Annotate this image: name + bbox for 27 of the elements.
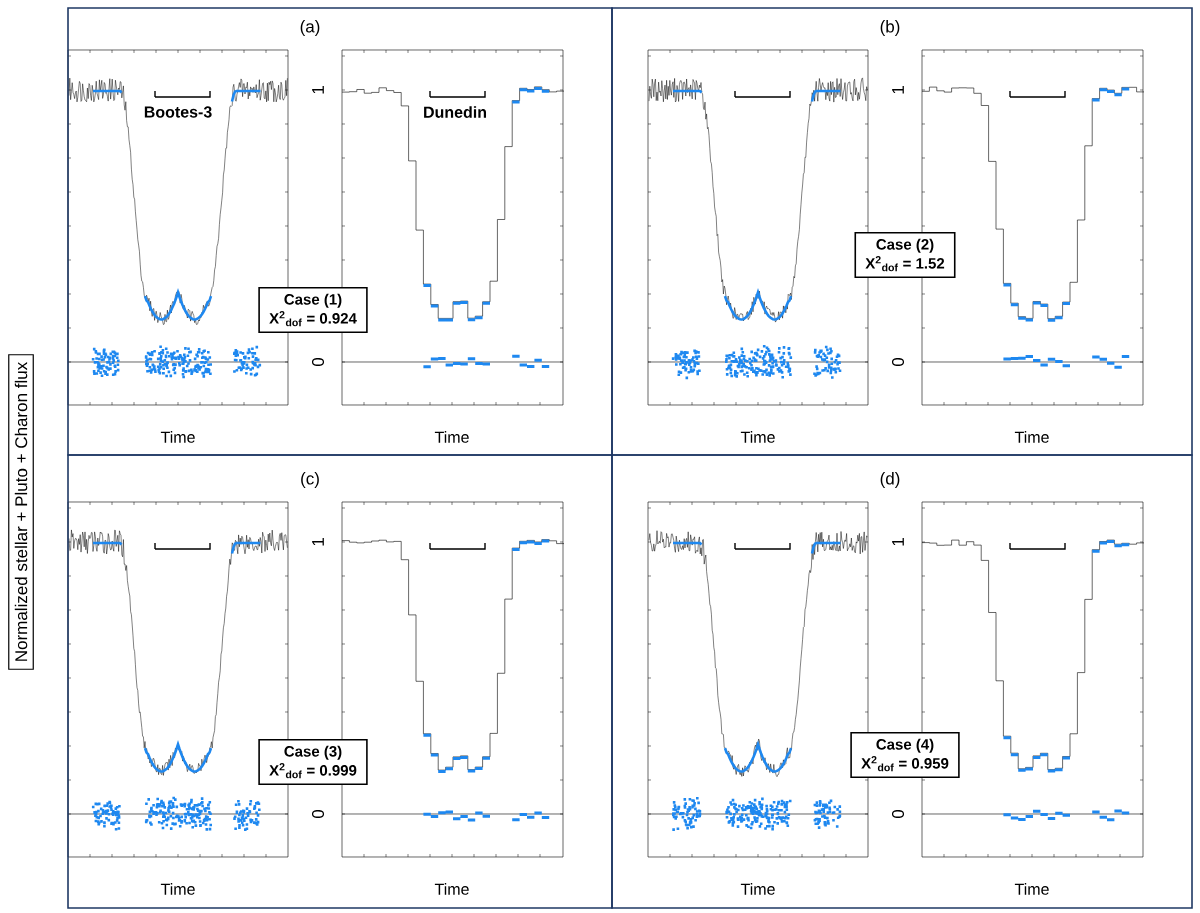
tick-label: 0: [312, 809, 325, 819]
axis-title: Time: [740, 883, 775, 895]
series-label: Bootes-3: [144, 106, 212, 118]
axis-title: Time: [434, 431, 469, 443]
axis-label-box: Normalized stellar + Pluto + Charon flux: [8, 354, 34, 670]
axis-title: Time: [434, 883, 469, 895]
axis-title: Time: [1014, 431, 1049, 443]
panel-label: (c): [301, 472, 319, 488]
axis-title: Time: [1014, 883, 1049, 895]
case-box: Case (2) X$^{2}$$_{dof}$ = 1.52: [854, 231, 956, 279]
tick-label: 1: [312, 86, 324, 94]
series-label: Dunedin: [424, 106, 486, 118]
axis-title: Time: [740, 431, 775, 443]
case-box: Case (3) X$^{2}$$_{dof}$ = 0.999: [258, 738, 368, 786]
case-box: Case (4) X$^{2}$$_{dof}$ = 0.959: [850, 731, 960, 779]
tick-label: 0: [892, 357, 905, 367]
panel-label: (a): [300, 20, 320, 36]
tick-label: 1: [892, 538, 904, 546]
tick-label: 0: [892, 809, 905, 819]
axis-title: Time: [160, 431, 195, 443]
tick-label: 1: [312, 538, 324, 546]
axis-title: Time: [160, 883, 195, 895]
tick-label: 1: [892, 86, 904, 94]
panel-label: (d): [880, 472, 900, 488]
tick-label: 0: [312, 357, 325, 367]
case-box: Case (1) X$^{2}$$_{dof}$ = 0.924: [258, 286, 368, 334]
panel-label: (b): [880, 20, 900, 36]
